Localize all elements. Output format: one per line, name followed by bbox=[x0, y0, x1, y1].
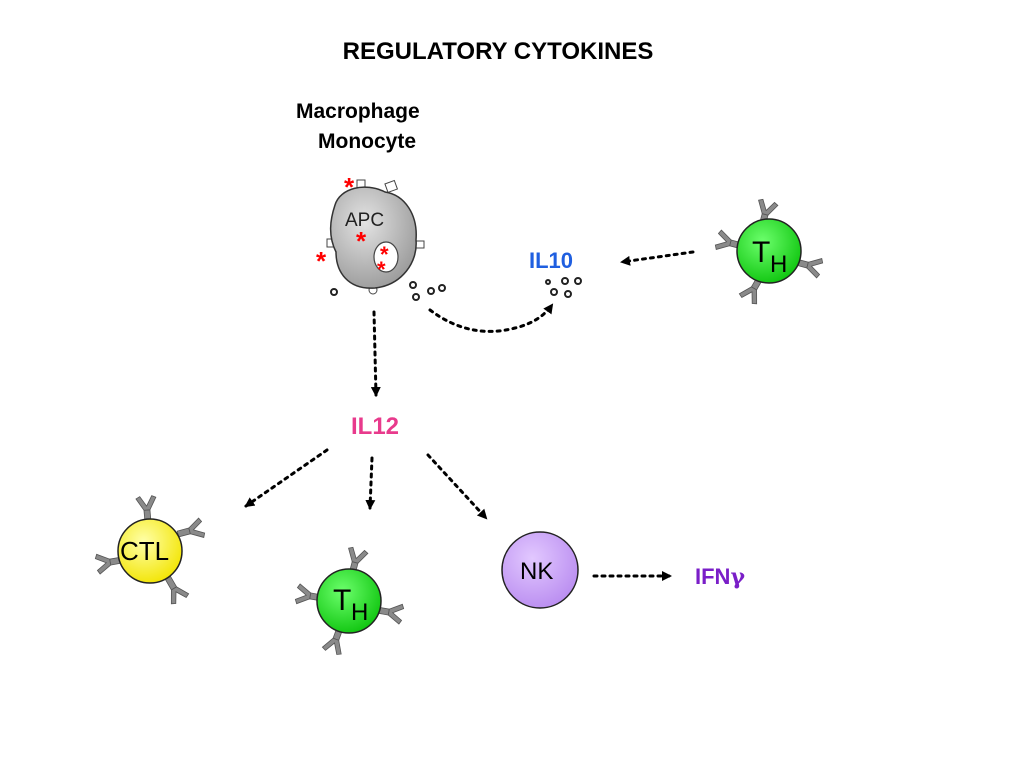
ifn-text: IFN bbox=[695, 564, 731, 589]
th-cell-top: T H bbox=[713, 197, 825, 306]
nk-cell: NK bbox=[501, 531, 579, 609]
arrow-apc-to-il10 bbox=[428, 303, 554, 333]
nk-label: NK bbox=[520, 558, 553, 585]
gamma-symbol: γ bbox=[730, 564, 745, 590]
monocyte-label: Monocyte bbox=[318, 130, 417, 153]
svg-text:*: * bbox=[377, 257, 386, 282]
macrophage-label: Macrophage bbox=[296, 100, 420, 123]
apc-body bbox=[329, 186, 417, 289]
il10-label: IL10 bbox=[529, 248, 574, 273]
svg-text:*: * bbox=[380, 242, 389, 267]
svg-text:*: * bbox=[316, 246, 327, 276]
ifn-gamma-label: IFNγ bbox=[695, 564, 745, 590]
th-top-sub: H bbox=[770, 251, 787, 278]
apc-vesicle bbox=[373, 241, 399, 273]
ctl-label: CTL bbox=[120, 536, 169, 566]
svg-text:*: * bbox=[344, 172, 355, 202]
arrow-il12-to-nk bbox=[426, 453, 488, 520]
page-title: REGULATORY CYTOKINES bbox=[342, 38, 654, 65]
arrow-il12-to-ctl bbox=[244, 448, 329, 508]
il12-label: IL12 bbox=[351, 413, 400, 440]
arrow-apc-to-il12 bbox=[370, 310, 381, 397]
cytokine-granule-icon bbox=[330, 281, 446, 301]
il10-granules bbox=[545, 277, 582, 298]
red-asterisk-icon: * * * * * bbox=[316, 172, 389, 282]
th-top-label: T bbox=[752, 236, 770, 269]
arrow-il12-to-th bbox=[365, 456, 376, 510]
th-cell-lower: T H bbox=[294, 545, 405, 657]
th-lower-sub: H bbox=[351, 599, 368, 626]
ctl-cell: CTL bbox=[94, 494, 207, 606]
arrow-th-to-il10 bbox=[620, 250, 695, 266]
apc-cell: APC * * * * * bbox=[316, 172, 425, 295]
apc-label: APC bbox=[345, 210, 384, 231]
th-lower-label: T bbox=[333, 584, 351, 617]
svg-text:*: * bbox=[356, 226, 367, 256]
